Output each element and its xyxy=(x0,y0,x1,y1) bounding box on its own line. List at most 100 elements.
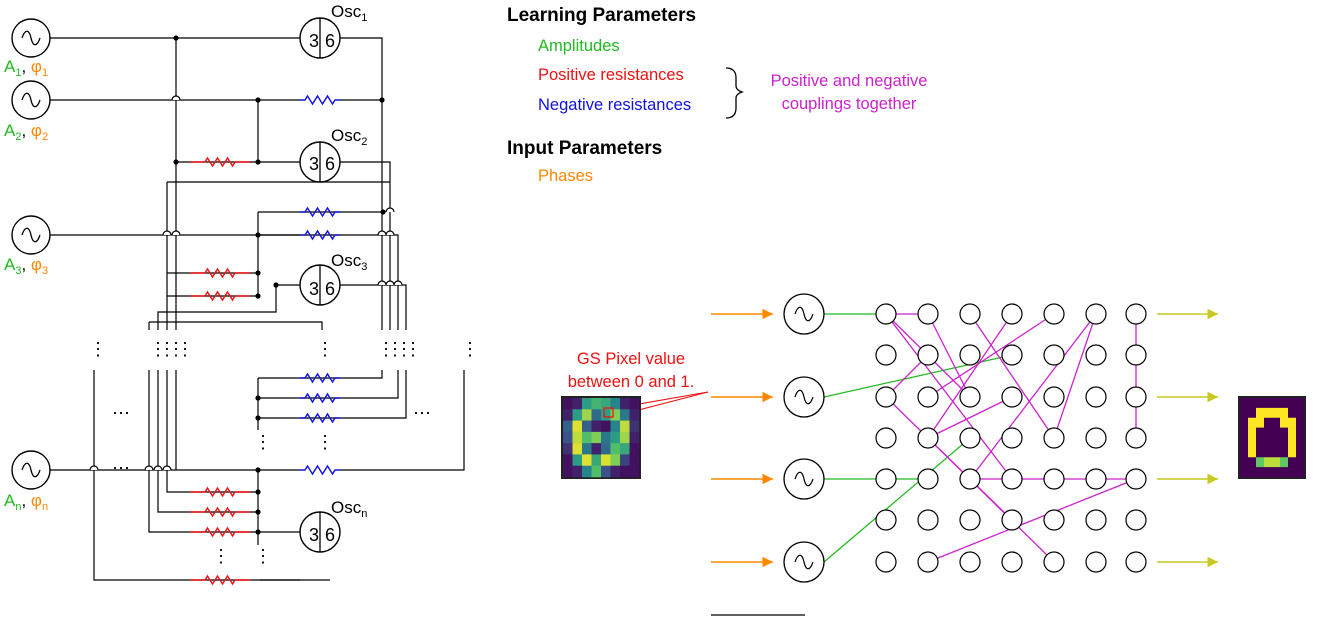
pos-resistor-7 xyxy=(190,574,250,586)
pixel xyxy=(1240,407,1249,419)
neg-resistor-6 xyxy=(300,412,340,424)
output-image xyxy=(1238,396,1306,479)
pixel xyxy=(620,398,630,410)
pixel xyxy=(1240,457,1249,468)
coupling-link xyxy=(927,396,1013,439)
network-node xyxy=(875,344,897,366)
network-node xyxy=(917,386,939,408)
pixel xyxy=(582,454,592,467)
wire-hop xyxy=(385,230,395,236)
osc-3-left-digit: 3 xyxy=(309,279,319,299)
pixel xyxy=(610,420,621,433)
network-node xyxy=(1085,303,1107,325)
source-1-label: A1, φ1 xyxy=(4,57,48,79)
pixel xyxy=(1248,398,1257,409)
pixel xyxy=(1272,407,1281,419)
wire-hop xyxy=(171,230,181,236)
network-node xyxy=(875,427,897,449)
network-node xyxy=(1043,509,1065,531)
oscillator-digits: 3 6 3 6 3 6 3 6 xyxy=(309,31,335,545)
pixel xyxy=(1256,398,1265,409)
vdots-14: ⋮ xyxy=(212,546,230,566)
pixel xyxy=(1280,447,1289,458)
network-node xyxy=(1085,468,1107,490)
pixel xyxy=(629,454,640,467)
network-node xyxy=(1001,386,1023,408)
network-node xyxy=(1125,468,1147,490)
learning-parameters-title: Learning Parameters xyxy=(507,5,696,26)
pos-resistor-5 xyxy=(190,506,250,518)
circuit-parts xyxy=(11,17,403,586)
legend: Learning Parameters Amplitudes Positive … xyxy=(507,5,927,185)
pixel xyxy=(1248,417,1257,428)
positive-resistances-label: Positive resistances xyxy=(538,66,684,84)
pixel xyxy=(563,443,573,455)
pixel xyxy=(601,454,611,467)
wire-hop xyxy=(171,95,181,101)
pixel xyxy=(572,431,583,444)
osc-1-left-digit: 3 xyxy=(309,31,319,51)
vdots-7: ⋮ xyxy=(377,339,395,359)
wire-hop xyxy=(144,465,154,471)
network-nodes xyxy=(875,303,1147,573)
amplitudes-label: Amplitudes xyxy=(538,37,620,55)
pixel-label-line2: between 0 and 1. xyxy=(568,373,695,391)
network-node xyxy=(1043,344,1065,366)
network-node xyxy=(1085,386,1107,408)
oscillator-labels: Osc1 Osc2 Osc3 Oscn xyxy=(331,2,367,520)
pixel xyxy=(620,409,630,421)
vdots-6: ⋮ xyxy=(316,339,334,359)
wire-hop xyxy=(377,230,387,236)
network-node xyxy=(1043,468,1065,490)
pixel xyxy=(1280,417,1289,428)
coupling-link xyxy=(927,313,1055,398)
coupling-link xyxy=(1053,313,1097,439)
network-node xyxy=(875,386,897,408)
junction-dot xyxy=(379,97,385,103)
junction-dot xyxy=(255,529,261,535)
pixel xyxy=(572,420,583,433)
pixel xyxy=(1240,427,1249,438)
pixel xyxy=(582,420,592,433)
sine-icon xyxy=(794,306,814,322)
junction-dot xyxy=(273,282,279,288)
pixel xyxy=(572,409,583,421)
junction-dot xyxy=(255,293,261,299)
amplitude-link xyxy=(823,354,1013,398)
pixel xyxy=(1272,417,1281,428)
network-node xyxy=(1043,551,1065,573)
pixel xyxy=(1264,407,1273,419)
pixel xyxy=(1256,467,1265,478)
pixel xyxy=(629,431,640,444)
curly-brace xyxy=(725,67,745,119)
vdots-11: ⋮ xyxy=(461,339,479,359)
pixel xyxy=(1256,427,1265,438)
pixel xyxy=(563,431,573,444)
pixel-label-line1: GS Pixel value xyxy=(577,350,685,368)
hdots-2: ⋯ xyxy=(413,403,431,423)
pixel xyxy=(1296,447,1305,458)
input-image xyxy=(561,396,641,479)
pos-resistor-4 xyxy=(190,486,250,498)
vdots-5: ⋮ xyxy=(176,339,194,359)
junction-dot xyxy=(255,270,261,276)
network-connections xyxy=(823,313,1137,563)
wire xyxy=(258,370,407,419)
sourcen-bottom-wire xyxy=(93,470,300,581)
sine-icon xyxy=(21,30,41,46)
pixel xyxy=(1272,457,1281,468)
pixel xyxy=(1264,398,1273,409)
pixel xyxy=(629,443,640,455)
pixel xyxy=(1296,467,1305,478)
phases-label: Phases xyxy=(538,167,593,185)
wire xyxy=(157,370,258,513)
network-node xyxy=(1125,344,1147,366)
neg-resistor-7 xyxy=(300,464,340,476)
pixel xyxy=(629,398,640,410)
osc1-output-wire xyxy=(340,37,383,330)
pixel xyxy=(610,431,621,444)
pixel xyxy=(591,465,602,478)
pixel xyxy=(572,398,583,410)
pixel xyxy=(1256,407,1265,419)
pixel xyxy=(1280,398,1289,409)
